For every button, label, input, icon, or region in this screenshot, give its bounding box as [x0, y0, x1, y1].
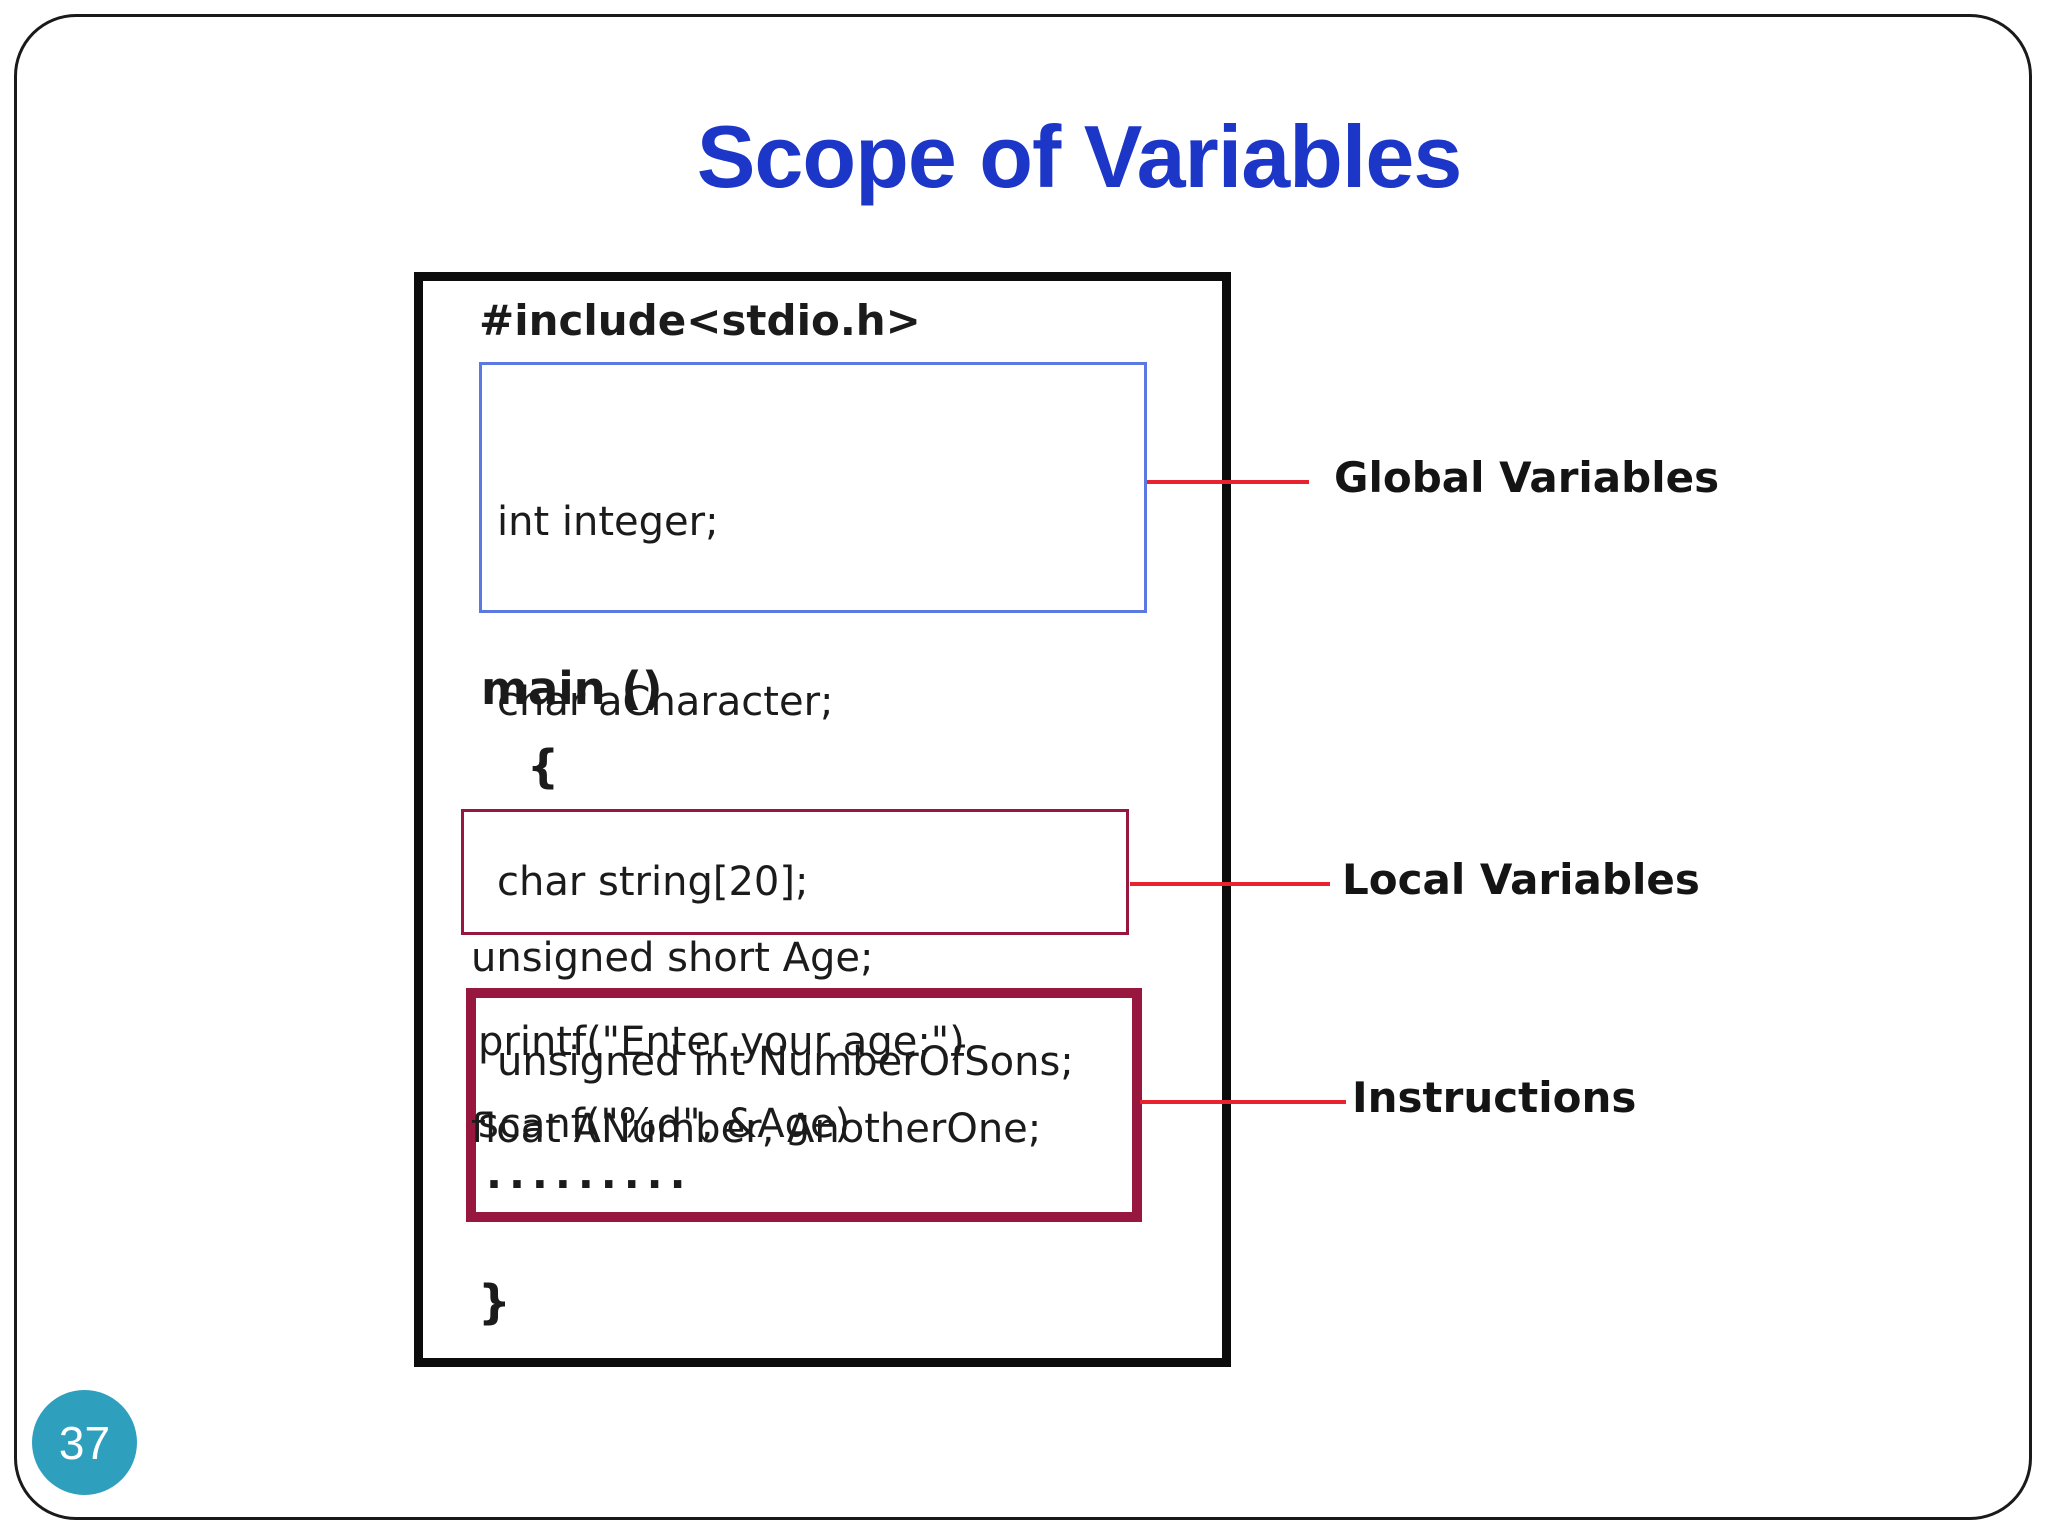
connector-line-local [1130, 882, 1330, 886]
local-variables-code: unsigned short Age; float ANumber, Anoth… [471, 816, 1041, 1215]
page-number: 37 [58, 1416, 111, 1469]
code-line: int integer; [497, 499, 719, 545]
global-variables-box [479, 362, 1147, 613]
printf-line: printf("Enter your age:") [478, 1019, 965, 1065]
ellipsis-line: ......... [486, 1149, 693, 1198]
code-line: char aCharacter; [497, 679, 834, 725]
slide-border [14, 14, 2032, 1520]
label-local-variables: Local Variables [1342, 855, 1700, 904]
close-brace: } [478, 1275, 511, 1329]
page-number-badge: 37 [32, 1390, 137, 1495]
label-global-variables: Global Variables [1334, 453, 1720, 502]
local-variables-box [461, 809, 1129, 935]
connector-line-instructions [1140, 1100, 1346, 1104]
label-instructions: Instructions [1352, 1073, 1637, 1122]
instructions-box [466, 988, 1142, 1222]
open-brace: { [527, 740, 560, 793]
global-variables-code: int integer; char aCharacter; char strin… [497, 372, 1074, 1152]
code-diagram-box [414, 272, 1231, 1367]
include-line: #include<stdio.h> [479, 296, 921, 345]
slide-title: Scope of Variables [696, 106, 1463, 206]
code-line: float ANumber, AnotherOne; [471, 1106, 1042, 1152]
scanf-line: scanf("%d", &Age) [478, 1101, 851, 1147]
code-line: char string[20]; [497, 859, 809, 905]
connector-line-global [1147, 480, 1309, 484]
code-line: unsigned int NumberOfSons; [497, 1039, 1074, 1085]
main-function-line: main () [481, 662, 663, 715]
code-line: unsigned short Age; [471, 935, 874, 981]
